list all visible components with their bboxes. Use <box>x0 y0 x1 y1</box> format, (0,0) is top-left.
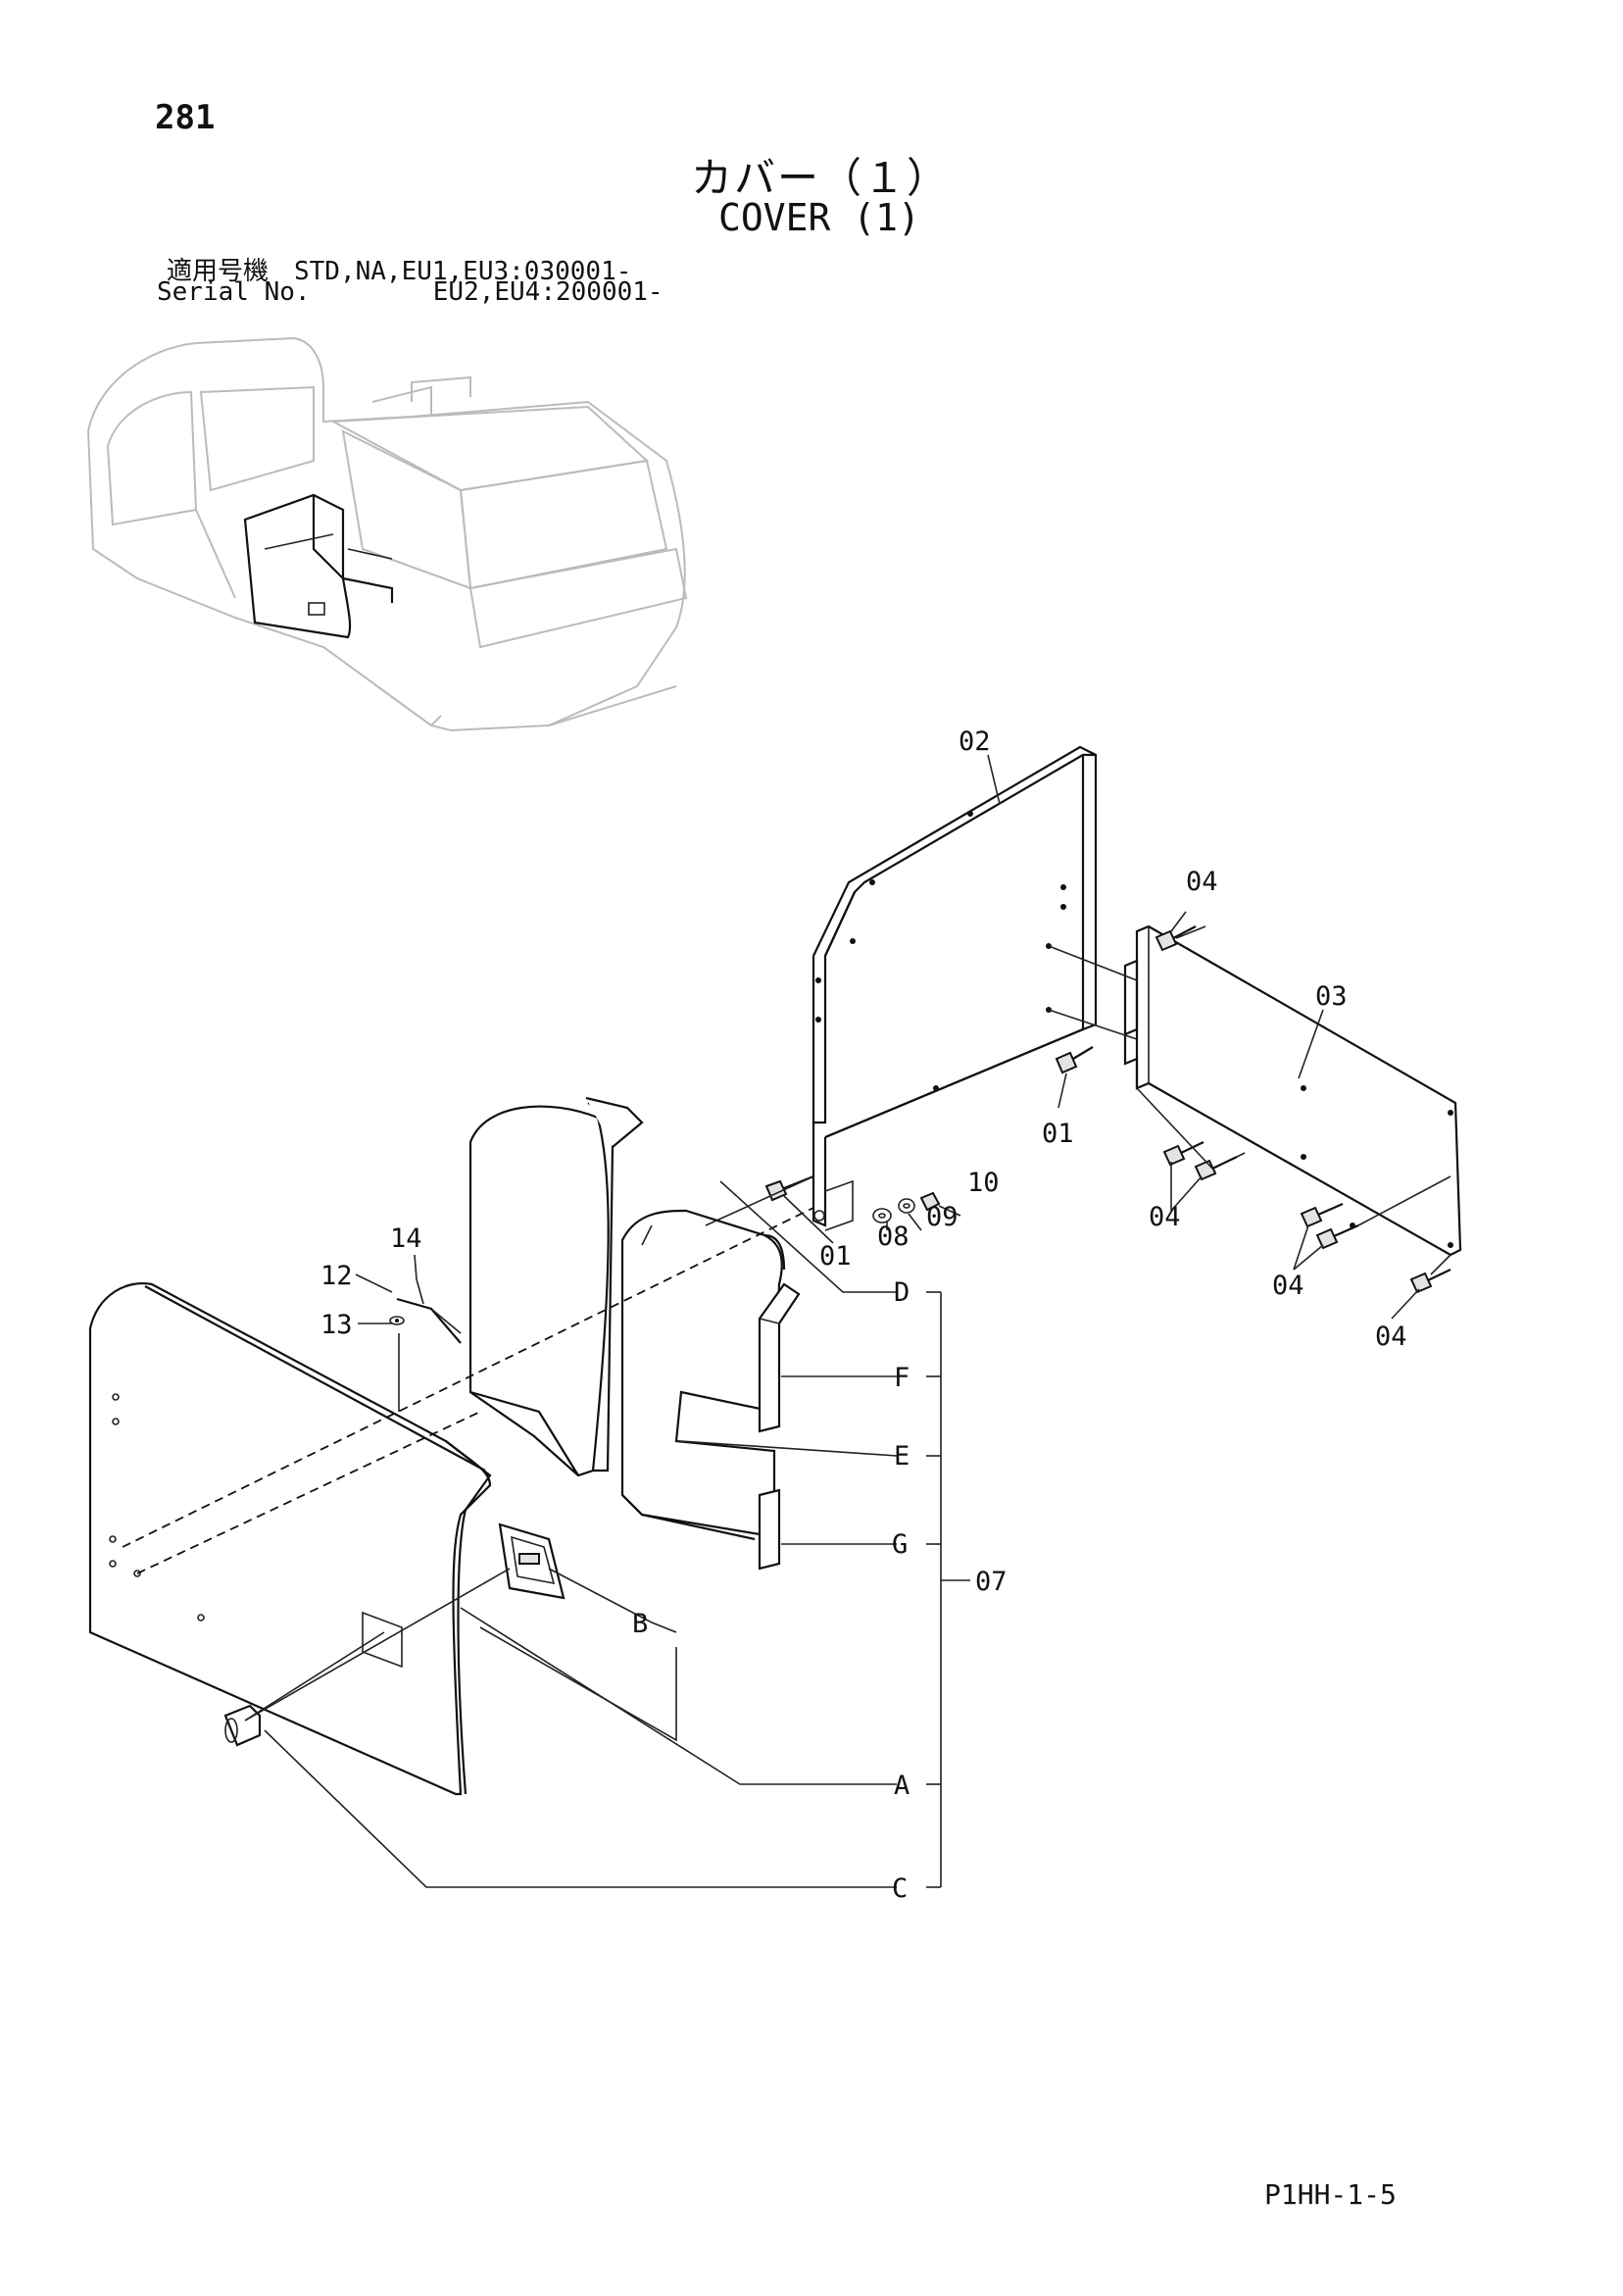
callout-kit-g: G <box>892 1529 908 1560</box>
callout-kit-a: A <box>894 1771 910 1801</box>
callout-08: 08 <box>877 1222 910 1252</box>
fasteners <box>764 925 1451 1294</box>
callout-02: 02 <box>959 726 991 757</box>
callout-04-lower: 04 <box>1272 1271 1304 1301</box>
publication-code: P1HH-1-5 <box>1264 2178 1397 2211</box>
callout-kit-e: E <box>894 1441 910 1472</box>
callout-kit-d: D <box>894 1277 910 1308</box>
part-07-latch-c <box>223 1704 262 1747</box>
part-07-panel-d <box>468 1096 644 1477</box>
leader-lines <box>264 754 1420 1888</box>
parts-12-13-14 <box>389 1278 462 1412</box>
part-02-frame-bracket <box>812 745 1098 1231</box>
callout-07: 07 <box>975 1567 1008 1597</box>
callout-10: 10 <box>967 1168 1000 1198</box>
callout-04-bottom: 04 <box>1375 1322 1407 1352</box>
serial-line-applicable-models: 適用号機 STD,NA,EU1,EU3:030001- <box>167 257 632 286</box>
callout-kit-f: F <box>894 1363 910 1393</box>
part-07-panel-e <box>620 1209 786 1541</box>
callout-03: 03 <box>1315 981 1348 1012</box>
callout-04-top: 04 <box>1186 867 1218 897</box>
title-english: COVER (1) <box>718 196 920 239</box>
part-03-plate <box>1123 924 1462 1257</box>
part-07-handle-b <box>498 1522 566 1600</box>
title-japanese: カバー（１） <box>691 154 951 202</box>
callout-14: 14 <box>390 1223 422 1254</box>
callout-kit-c: C <box>892 1873 908 1904</box>
callout-04-middle: 04 <box>1149 1202 1181 1232</box>
assembly-lines <box>122 925 1451 1722</box>
callout-labels: 02 04 03 01 10 04 08 09 01 04 04 14 12 1… <box>320 726 1407 1904</box>
callout-01-left: 01 <box>819 1241 852 1272</box>
callout-09: 09 <box>926 1202 959 1232</box>
machine-overview-illustration <box>86 336 688 732</box>
callout-12: 12 <box>320 1261 353 1291</box>
callout-kit-b: B <box>632 1609 648 1639</box>
callout-13: 13 <box>320 1310 353 1340</box>
serial-line-serial-no: Serial No. EU2,EU4:200001- <box>157 277 664 307</box>
page-number: 281 <box>155 98 216 137</box>
part-07-door-panel-a <box>88 1282 492 1796</box>
callout-01-right: 01 <box>1042 1119 1074 1149</box>
part-07-strips-f-g <box>758 1282 801 1571</box>
